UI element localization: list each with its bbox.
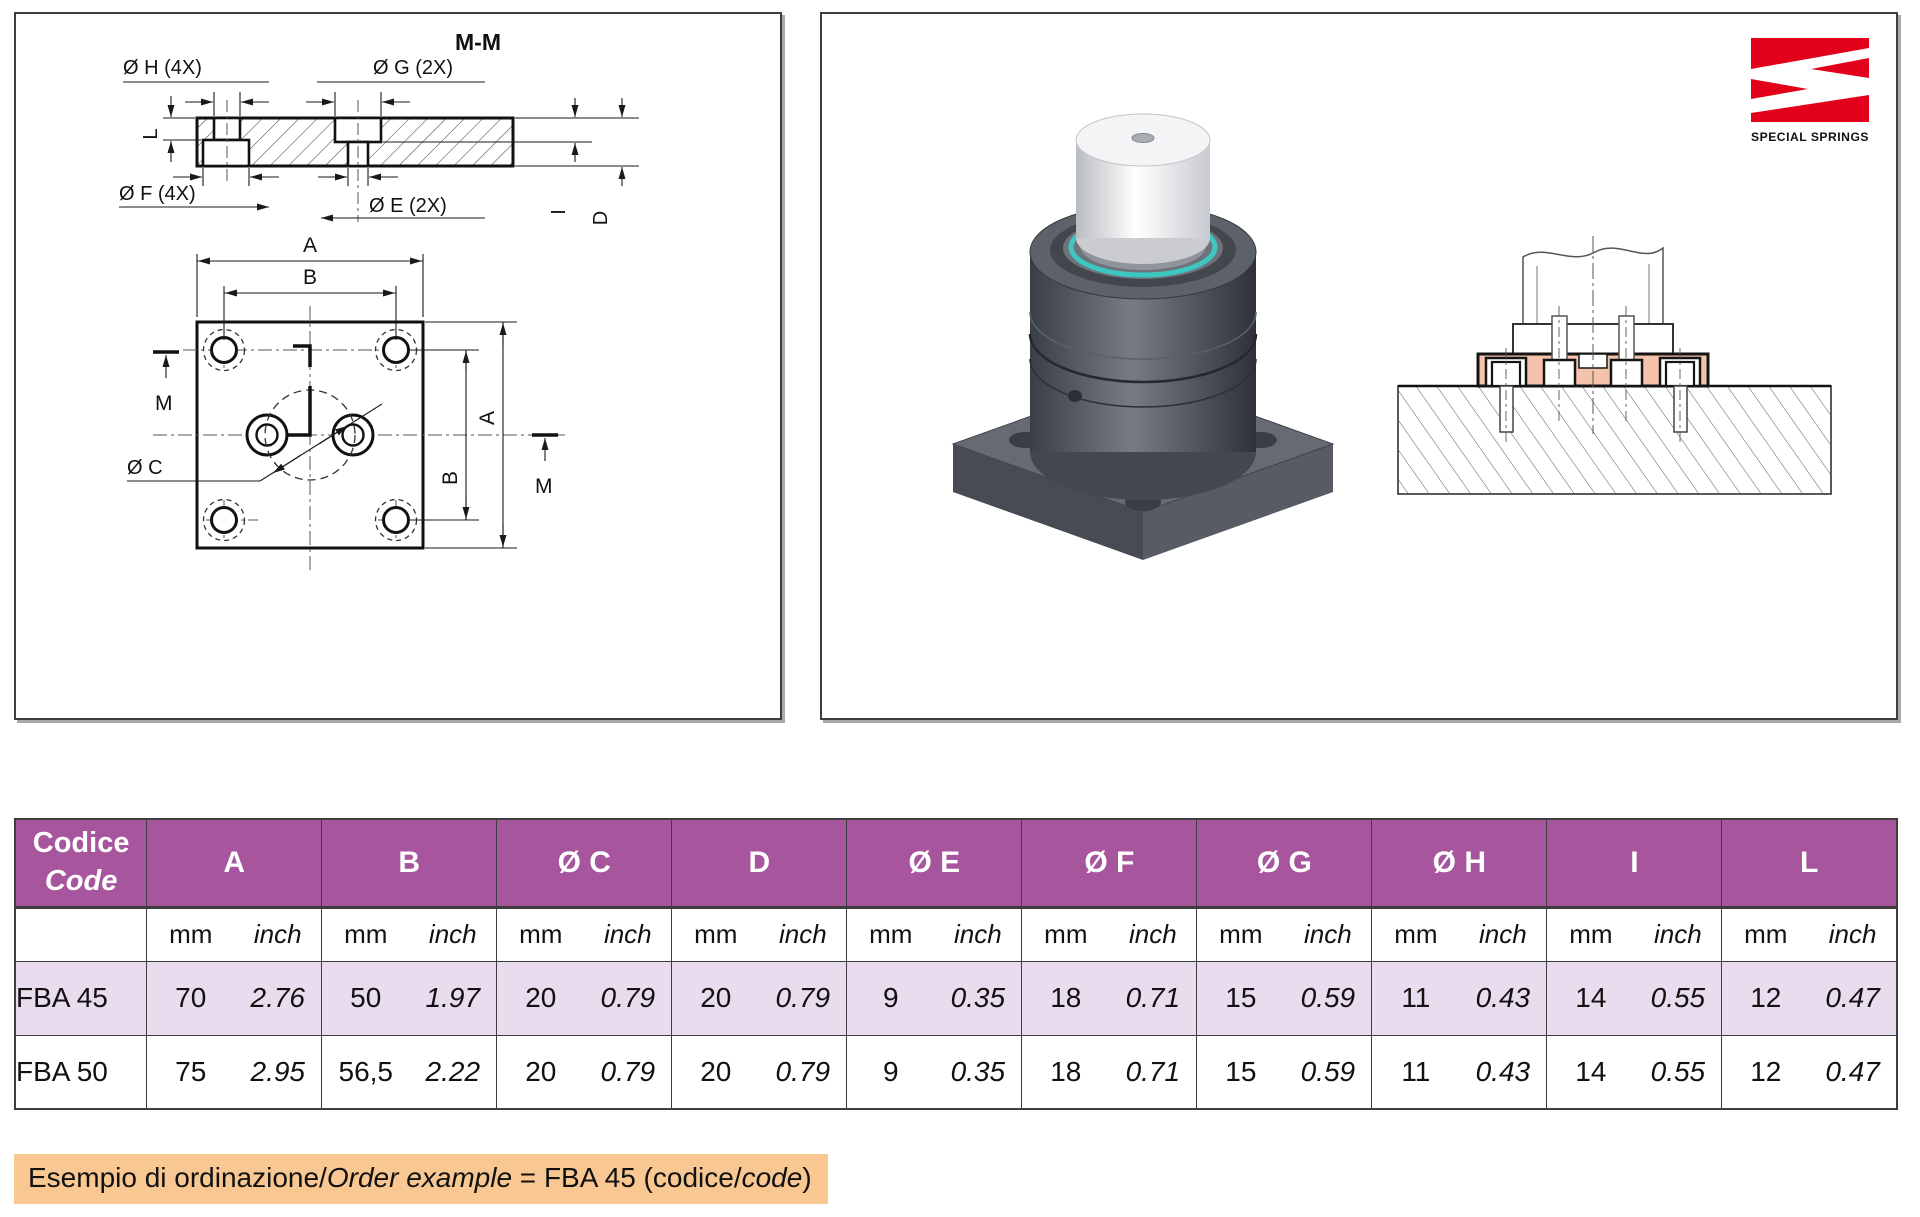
column-header-code: Codice Code — [14, 818, 148, 909]
order-example-code: = FBA 45 (codice/ — [512, 1162, 742, 1193]
order-example-it: Esempio di ordinazione/ — [28, 1162, 327, 1193]
brand-logo: SPECIAL SPRINGS — [1750, 38, 1870, 160]
order-example-note: Esempio di ordinazione/Order example = F… — [14, 1154, 828, 1204]
code-header-it: Codice — [32, 827, 130, 860]
column-header-d: D — [671, 818, 848, 909]
dim-label-of: Ø F (4X) — [119, 183, 196, 205]
order-example-en: Order example — [326, 1162, 513, 1193]
dim-label-d: D — [590, 211, 612, 225]
plan-view: A B A B M — [127, 234, 565, 574]
table-header-row: Codice Code A B Ø C D Ø E Ø F Ø G Ø H I … — [14, 818, 1898, 909]
order-example-code-it: code — [741, 1162, 803, 1193]
dim-label-l: L — [140, 128, 162, 139]
section-mark-m-right: M — [535, 475, 553, 498]
corner-holes — [202, 328, 418, 542]
column-header-of: Ø F — [1021, 818, 1198, 909]
column-header-i: I — [1546, 818, 1723, 909]
logo-wordmark: SPECIAL SPRINGS — [1751, 132, 1869, 144]
dim-label-a-top: A — [303, 234, 317, 257]
section-mark-m-left: M — [155, 392, 173, 415]
product-illustrations — [951, 113, 1832, 560]
dim-label-oc: Ø C — [127, 457, 163, 479]
dim-label-i: I — [548, 209, 570, 215]
section-label-mm: M-M — [455, 29, 501, 55]
code-cell: FBA 50 — [14, 1034, 148, 1110]
column-header-oc: Ø C — [496, 818, 673, 909]
dim-label-oh: Ø H (4X) — [123, 57, 202, 79]
code-cell: FBA 45 — [14, 960, 148, 1036]
product-3d-render — [951, 113, 1335, 560]
dim-label-b-top: B — [303, 266, 317, 289]
units-empty-cell — [14, 906, 148, 962]
product-visual-panel: SPECIAL SPRINGS — [820, 12, 1898, 720]
flange-drawing: Ø H (4X) Ø G (2X) M-M L Ø F (4X) Ø E (2X… — [119, 29, 639, 574]
dim-label-b-right: B — [439, 471, 462, 485]
dim-label-a-right: A — [476, 411, 499, 425]
technical-drawing-panel: Ø H (4X) Ø G (2X) M-M L Ø F (4X) Ø E (2X… — [14, 12, 782, 720]
section-view: Ø H (4X) Ø G (2X) M-M L Ø F (4X) Ø E (2X… — [119, 29, 639, 225]
dimensions-table: Codice Code A B Ø C D Ø E Ø F Ø G Ø H I … — [14, 818, 1898, 1110]
special-springs-logo: SPECIAL SPRINGS — [1751, 38, 1869, 144]
column-header-l: L — [1721, 818, 1898, 909]
column-header-oe: Ø E — [846, 818, 1023, 909]
logo-s-mark — [1751, 38, 1869, 122]
code-header-en: Code — [44, 864, 118, 897]
column-header-a: A — [146, 818, 323, 909]
mounting-section-drawing — [1397, 236, 1832, 495]
dim-label-oe: Ø E (2X) — [369, 195, 447, 217]
order-example-close: ) — [802, 1162, 812, 1193]
dim-label-og: Ø G (2X) — [373, 57, 453, 79]
column-header-oh: Ø H — [1371, 818, 1548, 909]
column-header-b: B — [321, 818, 498, 909]
column-header-og: Ø G — [1196, 818, 1373, 909]
